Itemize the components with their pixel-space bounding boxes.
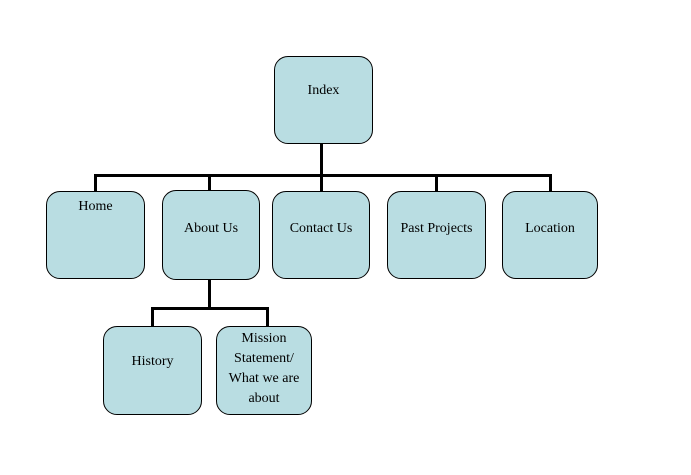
node-home-label: Home bbox=[78, 199, 113, 214]
node-mission-statement[interactable]: Mission Statement/ What we are about bbox=[216, 326, 312, 415]
node-index[interactable]: Index bbox=[274, 56, 373, 144]
node-past-projects-label: Past Projects bbox=[400, 221, 473, 236]
node-contact-us-label: Contact Us bbox=[289, 221, 353, 236]
node-home[interactable]: Home bbox=[46, 191, 145, 279]
node-past-projects[interactable]: Past Projects bbox=[387, 191, 486, 279]
connector-row2-horizontal bbox=[94, 174, 552, 177]
node-about-us[interactable]: About Us bbox=[162, 190, 260, 280]
connector-stub-location bbox=[549, 174, 552, 191]
node-about-us-label: About Us bbox=[183, 221, 239, 236]
connector-index-to-contact bbox=[320, 143, 323, 191]
connector-stub-mission bbox=[266, 307, 269, 326]
connector-stub-past-projects bbox=[435, 174, 438, 191]
connector-about-down bbox=[208, 280, 211, 310]
node-history[interactable]: History bbox=[103, 326, 202, 415]
connector-stub-about bbox=[208, 174, 211, 191]
connector-stub-history bbox=[151, 307, 154, 326]
node-location-label: Location bbox=[525, 221, 575, 236]
connector-stub-home bbox=[94, 174, 97, 191]
node-index-label: Index bbox=[307, 83, 340, 98]
node-mission-statement-label: Mission Statement/ What we are about bbox=[228, 330, 300, 406]
node-history-label: History bbox=[131, 353, 174, 369]
node-contact-us[interactable]: Contact Us bbox=[272, 191, 370, 279]
node-location[interactable]: Location bbox=[502, 191, 598, 279]
connector-row3-horizontal bbox=[151, 307, 269, 310]
